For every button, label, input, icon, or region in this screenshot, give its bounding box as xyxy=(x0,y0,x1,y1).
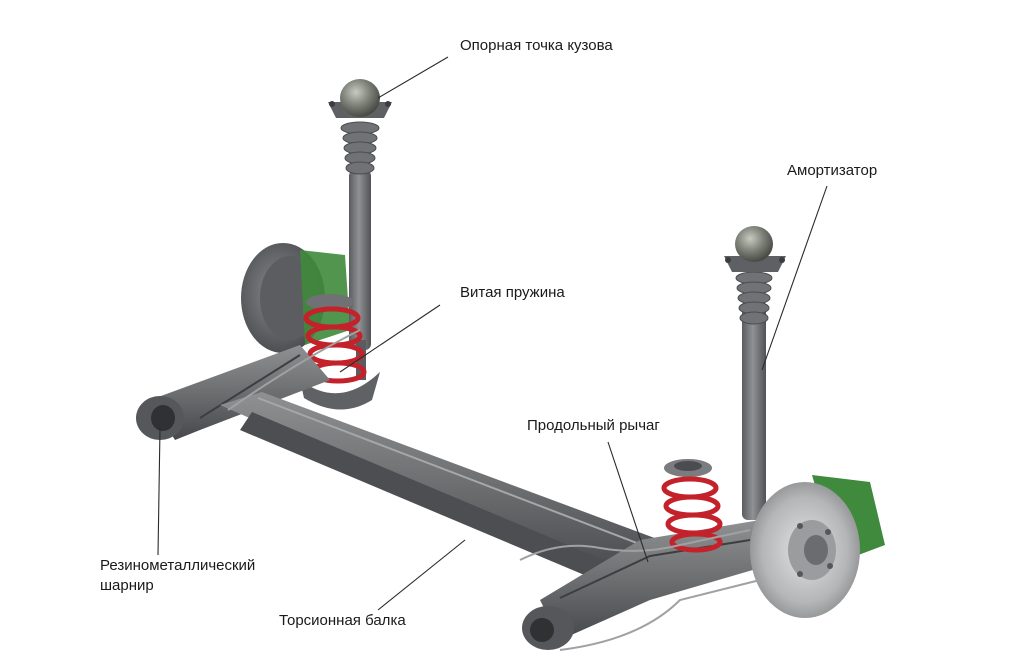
left-coil-spring xyxy=(300,294,380,410)
label-bushing-line1: Резинометаллический xyxy=(100,557,256,574)
leader-shock-absorber xyxy=(761,185,828,371)
label-body-mount: Опорная точка кузова xyxy=(460,37,613,54)
label-shock-absorber: Амортизатор xyxy=(787,162,878,179)
leader-coil-spring xyxy=(339,304,441,373)
label-bushing: Резинометаллический шарнир xyxy=(100,556,255,596)
right-coil-spring xyxy=(661,459,723,553)
right-bushing xyxy=(522,606,574,650)
left-bushing xyxy=(136,396,184,440)
leader-body-mount xyxy=(377,56,449,99)
label-bushing-line2: шарнир xyxy=(100,577,154,594)
left-body-mount xyxy=(328,79,392,118)
brake-lines xyxy=(227,329,761,651)
label-torsion-beam: Торсионная балка xyxy=(279,612,406,629)
leader-torsion-beam xyxy=(377,539,466,611)
label-coil-spring: Витая пружина xyxy=(460,284,565,301)
right-brake-disc xyxy=(750,482,860,618)
left-trailing-arm xyxy=(150,345,330,440)
leader-bushing xyxy=(157,427,161,556)
label-trailing-arm: Продольный рычаг xyxy=(527,417,660,434)
right-body-mount xyxy=(724,226,786,272)
left-shock-absorber xyxy=(340,121,380,380)
right-shock-absorber xyxy=(735,271,773,520)
leader-trailing-arm xyxy=(607,441,649,563)
torsion-beam xyxy=(220,392,660,590)
